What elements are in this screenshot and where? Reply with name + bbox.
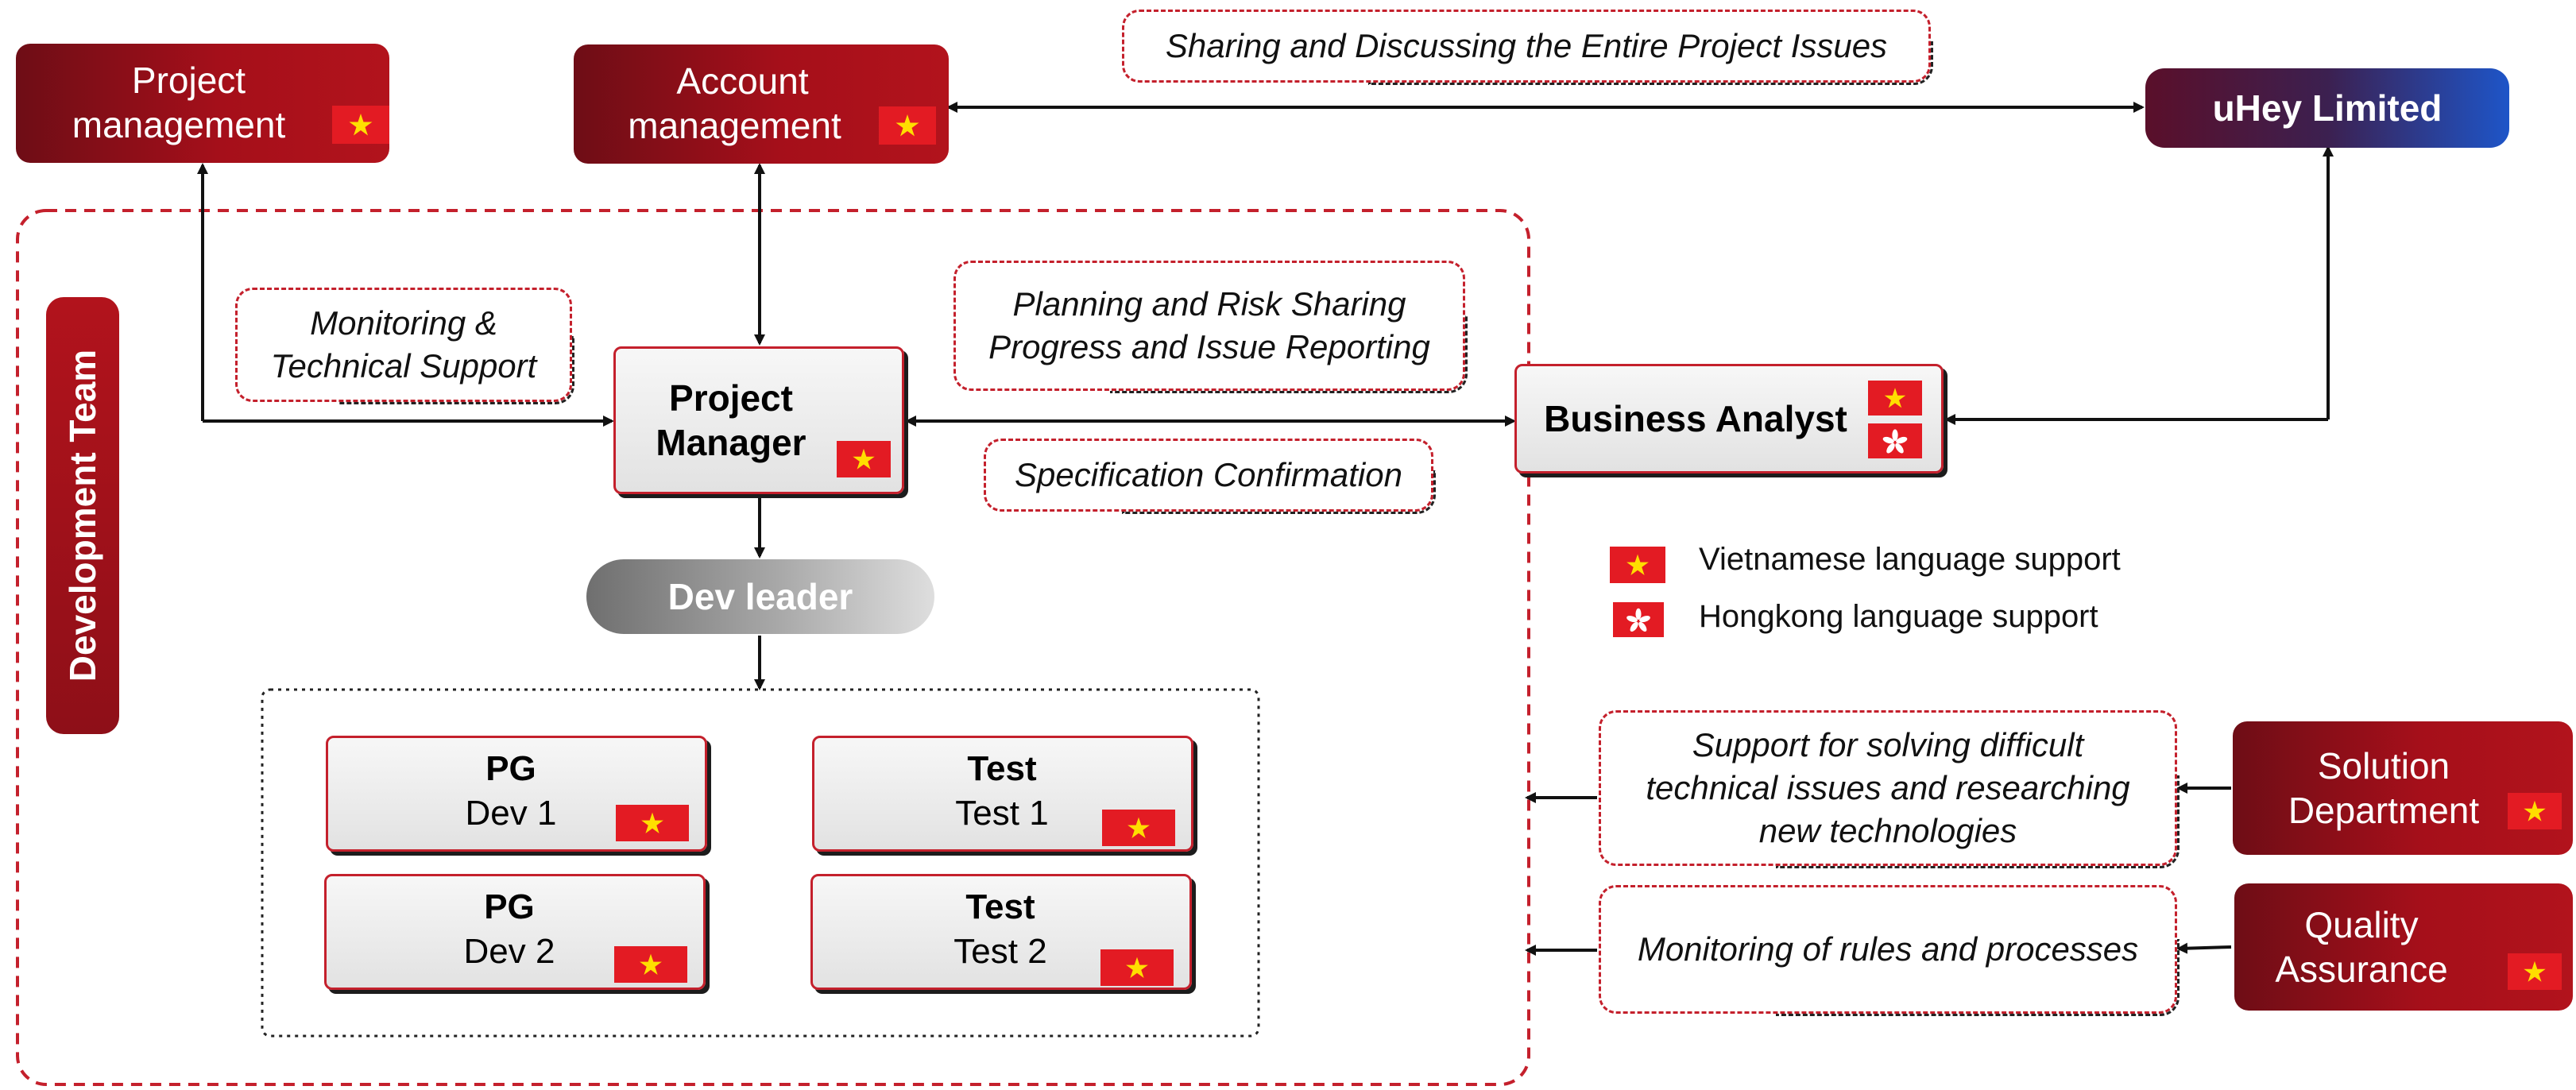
project-manager-line2: Manager	[656, 422, 806, 463]
member-name: Dev 2	[463, 932, 555, 971]
development-team-label-box: Development Team	[46, 297, 119, 734]
planning-note-line1: Planning and Risk Sharing	[1012, 285, 1406, 323]
uhey-limited-label: uHey Limited	[2212, 87, 2443, 129]
member-name: Dev 1	[465, 794, 557, 833]
planning-note-line2: Progress and Issue Reporting	[988, 328, 1430, 365]
business-analyst-box: Business Analyst	[1514, 364, 1944, 473]
account-management-box: Account management	[574, 44, 949, 164]
member-test-2: Test Test 2	[810, 874, 1192, 990]
member-test-1: Test Test 1	[812, 736, 1193, 852]
member-role: PG	[485, 749, 536, 788]
rules-note-text: Monitoring of rules and processes	[1637, 930, 2139, 968]
legend-hongkong-label: Hongkong language support	[1699, 599, 2098, 634]
project-management-line1: Project	[131, 60, 246, 101]
vietnam-flag-icon	[1868, 381, 1922, 416]
dev-leader-box: Dev leader	[586, 559, 934, 634]
support-note-line3: new technologies	[1758, 812, 2017, 849]
quality-assurance-line2: Assurance	[2275, 949, 2448, 990]
rules-note: Monitoring of rules and processes	[1599, 885, 2180, 1016]
member-role: PG	[484, 887, 535, 926]
quality-assurance-box: Quality Assurance	[2234, 883, 2573, 1011]
monitoring-note-line2: Technical Support	[270, 347, 537, 385]
vietnam-flag-icon	[614, 946, 687, 983]
account-management-line1: Account	[676, 60, 809, 102]
support-note-line2: technical issues and researching	[1646, 769, 2130, 806]
vietnam-flag-icon	[1100, 949, 1174, 986]
vietnam-flag-icon	[616, 805, 689, 841]
vietnam-flag-icon	[332, 106, 389, 144]
vietnam-flag-icon	[1610, 547, 1665, 583]
project-management-line2: management	[72, 104, 286, 145]
account-management-line2: management	[628, 105, 841, 146]
vietnam-flag-icon	[2508, 953, 2562, 990]
vietnam-flag-icon	[837, 441, 891, 477]
specification-note: Specification Confirmation	[984, 439, 1436, 514]
member-name: Test 1	[955, 794, 1049, 833]
monitoring-note: Monitoring & Technical Support	[235, 288, 574, 404]
vietnam-flag-icon	[2508, 793, 2562, 829]
member-dev-1: PG Dev 1	[326, 736, 707, 852]
business-analyst-label: Business Analyst	[1544, 398, 1847, 439]
uhey-limited-box: uHey Limited	[2145, 68, 2509, 148]
support-note: Support for solving difficult technical …	[1599, 710, 2180, 868]
support-note-line1: Support for solving difficult	[1692, 726, 2084, 763]
monitoring-note-line1: Monitoring &	[310, 304, 497, 342]
vietnam-flag-icon	[1102, 810, 1175, 846]
planning-note: Planning and Risk Sharing Progress and I…	[953, 261, 1468, 393]
member-role: Test	[967, 749, 1037, 788]
specification-note-text: Specification Confirmation	[1015, 456, 1402, 493]
project-manager-box: Project Manager	[613, 346, 904, 494]
legend: Vietnamese language support Hongkong lan…	[1610, 539, 2214, 642]
vietnam-flag-icon	[879, 106, 936, 145]
member-role: Test	[965, 887, 1035, 926]
sharing-note: Sharing and Discussing the Entire Projec…	[1122, 10, 1933, 85]
sharing-note-text: Sharing and Discussing the Entire Projec…	[1165, 27, 1888, 64]
hongkong-flag-icon	[1613, 602, 1664, 637]
solution-department-box: Solution Department	[2233, 721, 2573, 855]
solution-department-line2: Department	[2288, 790, 2480, 831]
project-management-box: Project management	[16, 44, 389, 163]
development-team-label: Development Team	[62, 349, 103, 682]
member-name: Test 2	[953, 932, 1047, 971]
project-manager-line1: Project	[669, 377, 793, 419]
member-dev-2: PG Dev 2	[324, 874, 706, 990]
legend-vietnamese-label: Vietnamese language support	[1699, 542, 2121, 577]
development-team-frame	[16, 209, 1530, 1086]
solution-department-line1: Solution	[2317, 745, 2450, 787]
dev-leader-label: Dev leader	[667, 576, 853, 617]
hongkong-flag-icon	[1868, 423, 1922, 458]
quality-assurance-line1: Quality	[2304, 904, 2419, 945]
